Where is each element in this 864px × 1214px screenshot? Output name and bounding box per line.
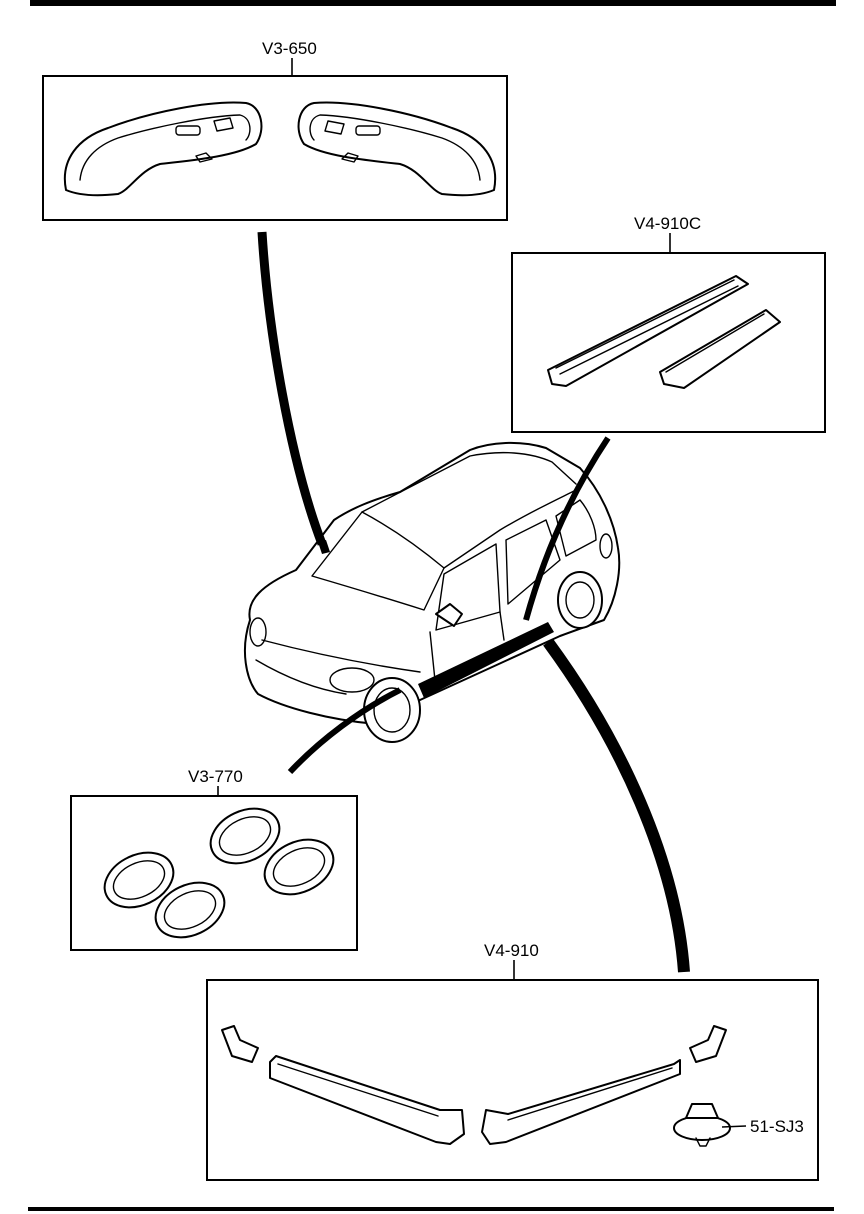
right-side-skirt: [481, 1059, 681, 1145]
mirror-covers-label: V3-650: [262, 39, 317, 58]
headlamp-rings-group[interactable]: V3-770: [70, 767, 358, 951]
right-skirt-end-cap: [689, 1025, 727, 1063]
ring-front-right: [154, 881, 226, 939]
scuff-plates-group[interactable]: V4-910C: [511, 214, 826, 433]
ring-front-left: [103, 851, 175, 909]
top-rule: [30, 0, 836, 6]
vehicle-illustration: [243, 441, 621, 743]
headlamp-rings-label: V3-770: [188, 767, 243, 786]
mirror-covers-group[interactable]: V3-650: [42, 39, 508, 221]
short-scuff-plate: [659, 309, 781, 389]
left-mirror-cover: [63, 101, 263, 197]
side-skirts-label: V4-910: [484, 941, 539, 960]
clip-label: 51-SJ3: [750, 1117, 804, 1136]
side-skirts-box: [206, 979, 819, 1181]
scuff-plates-box: [511, 252, 826, 433]
ring-rear-right: [263, 838, 335, 896]
leader-lines: [257, 231, 690, 973]
mirror-covers-box: [42, 75, 508, 221]
right-mirror-cover: [297, 101, 497, 197]
left-skirt-end-cap: [221, 1025, 259, 1063]
bottom-rule: [28, 1207, 834, 1211]
long-scuff-plate: [547, 275, 749, 387]
scuff-plates-label: V4-910C: [634, 214, 701, 233]
side-skirts-group[interactable]: V4-910 51-SJ3: [206, 941, 819, 1181]
left-side-skirt: [269, 1055, 465, 1145]
clip-part: [673, 1103, 747, 1147]
ring-rear-left: [209, 807, 281, 865]
headlamp-rings-box: [70, 795, 358, 951]
